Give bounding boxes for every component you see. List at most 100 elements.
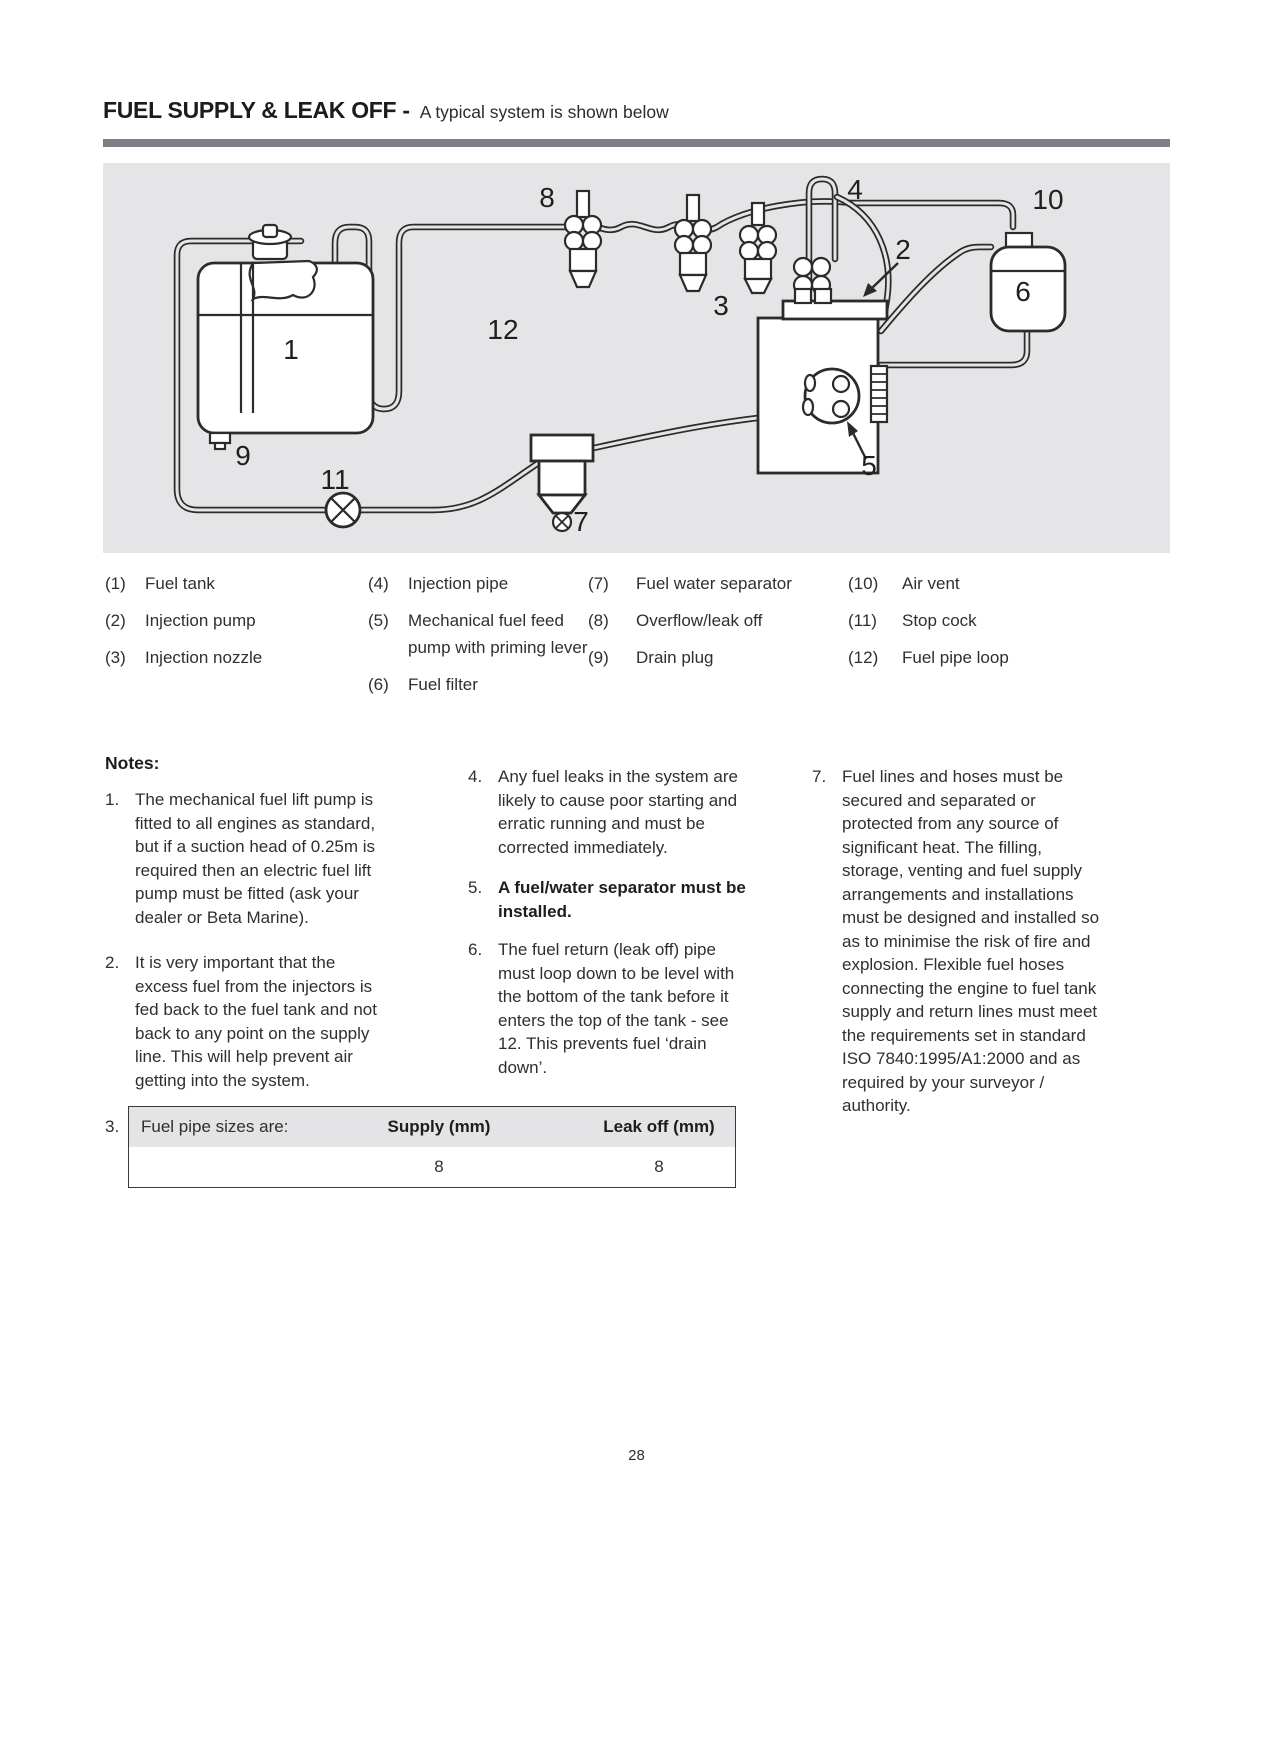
note-text: A fuel/water separator must be installed…	[498, 878, 746, 921]
fuel-system-schematic: 1 2 3 4 5 6 7 8 9 10 11 12	[173, 174, 1067, 537]
pipe-table-value-supply: 8	[434, 1157, 444, 1176]
fuel-water-separator	[529, 433, 595, 533]
legend-item-label: Injection pipe	[408, 574, 509, 593]
injection-nozzle-1	[563, 189, 603, 289]
legend-item-label: Fuel filter	[408, 675, 478, 694]
part-label-9: 9	[235, 440, 251, 471]
filler-splash	[248, 259, 318, 302]
engine-block	[756, 256, 889, 475]
note-number: 1.	[105, 790, 120, 809]
pipe-table-row-label: Fuel pipe sizes are:	[141, 1117, 289, 1136]
legend-column-3: (7) Fuel water separator (8) Overflow/leak…	[588, 570, 792, 681]
part-label-7: 7	[573, 506, 589, 537]
part-label-8: 8	[539, 182, 555, 213]
legend-item-number: (7)	[588, 574, 609, 593]
legend-item-label: Air vent	[902, 574, 960, 593]
part-label-6: 6	[1015, 276, 1031, 307]
part-number-labels: 1 2 3 4 5 6 7 8 9 10 11 12	[235, 174, 1063, 537]
part-label-5: 5	[861, 450, 877, 481]
page-number: 28	[628, 1447, 645, 1464]
legend-item-number: (11)	[848, 611, 877, 630]
legend-item: (6) Fuel filter	[368, 671, 608, 698]
part-label-10: 10	[1032, 184, 1063, 215]
legend-item: (2) Injection pump	[105, 607, 262, 634]
legend-item: (9) Drain plug	[588, 644, 792, 671]
page-header: FUEL SUPPLY & LEAK OFF - A typical syste…	[103, 97, 669, 124]
legend-item: (10) Air vent	[848, 570, 1009, 597]
fuel-pipe-size-table: Fuel pipe sizes are: Supply (mm) Leak of…	[128, 1106, 736, 1188]
note-number: 2.	[105, 953, 120, 972]
page-subtitle: A typical system is shown below	[419, 102, 669, 122]
note-number: 6.	[468, 940, 483, 959]
fuel-tank	[196, 223, 375, 435]
legend-item: (12) Fuel pipe loop	[848, 644, 1009, 671]
legend-item: (7) Fuel water separator	[588, 570, 792, 597]
note-text: Fuel lines and hoses must be secured and…	[842, 767, 1100, 1115]
legend-item-label: Stop cock	[902, 611, 977, 630]
fuel-filter	[989, 231, 1067, 333]
legend-item-label: Overflow/leak off	[636, 611, 763, 630]
legend-item-number: (1)	[105, 574, 126, 593]
pipe-table-values: 8 8	[129, 1147, 735, 1187]
injection-nozzles	[563, 189, 778, 295]
note-item-5: 5. A fuel/water separator must be instal…	[468, 876, 748, 923]
legend-item-label: Fuel tank	[145, 574, 215, 593]
legend-item: (5) Mechanical fuel feed pump with primin…	[368, 607, 608, 661]
legend-item-label: Drain plug	[636, 648, 714, 667]
legend-item-label: Injection pump	[145, 611, 256, 630]
note-text: The fuel return (leak off) pipe must loo…	[498, 940, 735, 1077]
part-label-1: 1	[283, 334, 299, 365]
note-item-1: 1. The mechanical fuel lift pump is fitt…	[105, 788, 390, 929]
legend-item-number: (6)	[368, 675, 389, 694]
pipe-table-col-supply: Supply (mm)	[387, 1117, 491, 1136]
legend-column-2: (4) Injection pipe (5) Mechanical fuel fee…	[368, 570, 608, 708]
legend-item: (3) Injection nozzle	[105, 644, 262, 671]
injection-pump-body	[781, 299, 889, 321]
injection-nozzle-3	[738, 201, 778, 295]
legend-item-label: Fuel water separator	[636, 574, 792, 593]
note-text: Any fuel leaks in the system are likely …	[498, 767, 739, 857]
note-item-7: 7. Fuel lines and hoses must be secured …	[812, 765, 1102, 1118]
legend-item: (4) Injection pipe	[368, 570, 608, 597]
note-number-3: 3.	[105, 1117, 120, 1136]
note-item-2: 2. It is very important that the excess …	[105, 951, 390, 1092]
part-label-11: 11	[320, 464, 349, 495]
injection-nozzle-2	[673, 193, 713, 293]
legend-item-number: (12)	[848, 648, 879, 667]
legend-item-label: Fuel pipe loop	[902, 648, 1009, 667]
legend-item-number: (5)	[368, 611, 389, 630]
legend-item-number: (2)	[105, 611, 126, 630]
legend-item-number: (9)	[588, 648, 609, 667]
legend-item-label: Injection nozzle	[145, 648, 263, 667]
notes-heading: Notes:	[105, 753, 160, 773]
note-number: 4.	[468, 767, 483, 786]
note-number: 7.	[812, 767, 827, 786]
ribbed-bracket	[869, 364, 889, 424]
part-label-2: 2	[895, 234, 911, 265]
note-item-4: 4. Any fuel leaks in the system are like…	[468, 765, 748, 859]
legend-item: (11) Stop cock	[848, 607, 1009, 634]
legend-item-number: (10)	[848, 574, 879, 593]
part-label-4: 4	[847, 174, 863, 205]
title-divider	[103, 139, 1170, 147]
fuel-feed-pump	[801, 367, 861, 425]
legend-item-number: (4)	[368, 574, 389, 593]
note-number: 5.	[468, 878, 483, 897]
callout-arrows	[847, 262, 899, 460]
legend-item-number: (8)	[588, 611, 609, 630]
drain-plug	[208, 431, 232, 451]
note-text: The mechanical fuel lift pump is fitted …	[135, 790, 376, 927]
page-title: FUEL SUPPLY & LEAK OFF -	[103, 97, 410, 123]
pipe-table-header: Fuel pipe sizes are: Supply (mm) Leak of…	[129, 1107, 735, 1147]
part-label-3: 3	[713, 290, 729, 321]
legend-item-number: (3)	[105, 648, 126, 667]
stop-cock	[324, 491, 362, 529]
legend-item-label: Mechanical fuel feed pump with priming l…	[408, 611, 588, 657]
fuel-system-diagram: 1 2 3 4 5 6 7 8 9 10 11 12	[103, 163, 1170, 553]
legend-item: (8) Overflow/leak off	[588, 607, 792, 634]
part-label-12: 12	[487, 314, 518, 345]
pipe-table-col-leakoff: Leak off (mm)	[603, 1117, 715, 1136]
note-item-6: 6. The fuel return (leak off) pipe must …	[468, 938, 748, 1079]
legend-column-4: (10) Air vent (11) Stop cock (12) Fuel pipe…	[848, 570, 1009, 681]
